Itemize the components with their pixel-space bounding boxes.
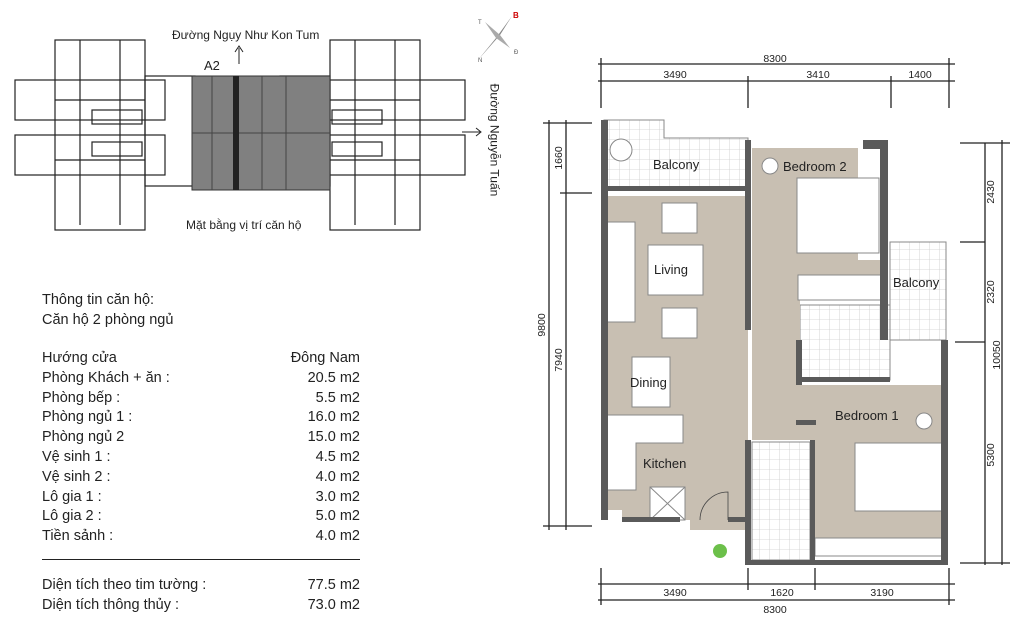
info-row-value: 73.0 m2 (307, 596, 360, 613)
site-plan: B T Đ N (14, 11, 519, 231)
info-row-label: Diện tích theo tim tường : (42, 576, 207, 593)
info-row-label: Phòng ngủ 2 (42, 429, 125, 446)
info-row: Lô gia 1 : 3.0 m2 (42, 487, 360, 507)
north-arrow-icon (234, 45, 244, 64)
dim-top-b: 3410 (806, 69, 830, 81)
east-arrow-icon (462, 127, 482, 137)
info-row: Phòng Khách + ăn : 20.5 m2 (42, 368, 360, 388)
road-right-label: Đường Nguyễn Tuấn (487, 83, 502, 197)
bathroom-2 (751, 441, 811, 561)
room-label-balcony-top: Balcony (653, 157, 700, 172)
info-row-label: Vệ sinh 1 : (42, 448, 111, 465)
info-row-value: 5.5 m2 (315, 389, 360, 406)
info-row-label: Diện tích thông thủy : (42, 596, 180, 613)
info-row-value: 20.5 m2 (307, 369, 360, 386)
wardrobe-2 (797, 274, 884, 301)
floor-plan: 8300 3490 3410 1400 3490 1620 3190 8300 … (536, 53, 1010, 616)
info-row: Hướng cửa Đông Nam (42, 348, 360, 368)
walls (601, 120, 948, 565)
info-row-label: Phòng ngủ 1 : (42, 409, 133, 426)
dim-top-total: 8300 (763, 53, 787, 65)
info-row-label: Lô gia 2 : (42, 508, 102, 525)
dim-left-a: 1660 (553, 146, 565, 170)
info-row-label: Phòng bếp : (42, 389, 121, 406)
room-label-living: Living (654, 262, 688, 277)
entry-door[interactable] (699, 491, 729, 521)
site-plan-caption: Mặt bằng vị trí căn hộ (186, 218, 302, 232)
bed-2 (796, 177, 880, 254)
dim-left-total: 9800 (536, 313, 548, 337)
dim-right-b: 2320 (985, 280, 997, 304)
info-row-label: Hướng cửa (42, 350, 117, 366)
info-row: Diện tích theo tim tường : 77.5 m2 (42, 575, 360, 595)
road-top-label: Đường Ngụy Như Kon Tum (172, 28, 320, 42)
info-row: Vệ sinh 1 : 4.5 m2 (42, 447, 360, 467)
info-row-value: 4.0 m2 (315, 528, 360, 545)
info-subtitle: Căn hộ 2 phòng ngủ (42, 312, 174, 328)
room-label-kitchen: Kitchen (643, 456, 686, 471)
dim-bottom-b: 1620 (770, 587, 794, 599)
bathroom-1 (799, 304, 891, 381)
info-row-value: 15.0 m2 (307, 429, 360, 446)
info-title: Thông tin căn hộ: (42, 292, 155, 308)
dim-left-b: 7940 (553, 348, 565, 372)
info-row-value: 16.0 m2 (307, 409, 360, 426)
dim-right-c: 5300 (985, 443, 997, 467)
dim-right-a: 2430 (985, 180, 997, 204)
svg-text:N: N (478, 58, 482, 64)
svg-text:B: B (513, 11, 519, 20)
unit-code-label: A2 (204, 58, 220, 73)
dim-bottom-total: 8300 (763, 604, 787, 616)
info-row: Tiền sảnh : 4.0 m2 (42, 526, 360, 546)
info-row-value: 5.0 m2 (315, 508, 360, 525)
dim-top-c: 1400 (908, 69, 932, 81)
dimension-lines (543, 58, 1010, 605)
info-row-value: Đông Nam (290, 350, 360, 366)
info-row-label: Lô gia 1 : (42, 488, 102, 505)
info-row-value: 3.0 m2 (315, 488, 360, 505)
info-row: Phòng bếp : 5.5 m2 (42, 388, 360, 408)
wardrobe-1 (814, 537, 946, 557)
svg-text:T: T (478, 20, 482, 26)
room-label-bedroom-1: Bedroom 1 (835, 408, 899, 423)
balcony-right (889, 241, 947, 341)
info-row-label: Tiền sảnh : (42, 528, 114, 545)
room-label-dining: Dining (630, 375, 667, 390)
info-row-label: Vệ sinh 2 : (42, 468, 111, 485)
bed-1 (854, 442, 943, 512)
dim-bottom-a: 3490 (663, 587, 687, 599)
info-row-value: 77.5 m2 (307, 576, 360, 593)
dim-top-a: 3490 (663, 69, 687, 81)
entry-marker-icon (713, 544, 727, 558)
info-row: Vệ sinh 2 : 4.0 m2 (42, 467, 360, 487)
info-row-label: Phòng Khách + ăn : (42, 369, 170, 386)
info-row-value: 4.5 m2 (315, 448, 360, 465)
divider (42, 558, 360, 575)
apartment-info: Thông tin căn hộ: Căn hộ 2 phòng ngủ Hướ… (42, 290, 360, 615)
info-row-value: 4.0 m2 (315, 468, 360, 485)
dining-table (631, 356, 671, 408)
dim-bottom-c: 3190 (870, 587, 894, 599)
dim-right-total: 10050 (991, 340, 1003, 369)
info-row: Lô gia 2 : 5.0 m2 (42, 506, 360, 526)
info-row: Phòng ngủ 2 15.0 m2 (42, 427, 360, 447)
info-row: Phòng ngủ 1 : 16.0 m2 (42, 407, 360, 427)
svg-text:Đ: Đ (514, 50, 519, 56)
info-row: Diện tích thông thủy : 73.0 m2 (42, 595, 360, 615)
room-label-balcony-right: Balcony (893, 275, 940, 290)
coffee-table (647, 244, 704, 296)
room-label-bedroom-2: Bedroom 2 (783, 159, 847, 174)
sofa (606, 221, 636, 323)
compass-icon: B T Đ N (478, 11, 519, 64)
